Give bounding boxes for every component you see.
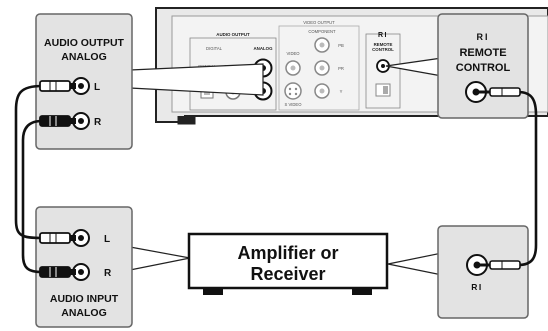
video-port-center	[290, 65, 296, 71]
ri-cable-wire	[517, 90, 538, 267]
component-pb-port-center	[319, 42, 325, 48]
amp-ri-leader	[387, 252, 443, 276]
panel-control-label: CONTROL	[372, 47, 394, 52]
audio-output-l-label: L	[94, 82, 100, 93]
analog-label: ANALOG	[253, 46, 273, 51]
ri-cable	[478, 87, 538, 270]
audio-input-callout-title-1: AUDIO INPUT	[50, 293, 119, 305]
s-video-pin-3	[288, 92, 292, 96]
audio-output-r-jack-center	[78, 118, 84, 124]
component-y-port-center	[319, 88, 325, 94]
digital-label: DIGITAL	[206, 46, 223, 51]
s-video-pin-4	[294, 92, 298, 96]
audio-input-r-jack-center	[78, 269, 84, 275]
component-label: COMPONENT	[308, 29, 336, 34]
ri-bottom-plug-body	[489, 260, 521, 270]
audio-in-l-plug	[39, 232, 71, 244]
amplifier-label-line2: Receiver	[250, 264, 325, 284]
audio-output-r-label: R	[94, 117, 102, 128]
panel-switch-toggle	[383, 86, 388, 94]
remote-control-jack-center	[472, 88, 480, 96]
audio-input-l-label: L	[104, 234, 110, 245]
audio-input-callout-title-2: ANALOG	[61, 307, 107, 319]
s-video-port	[284, 82, 302, 100]
video-output-section-header: VIDEO OUTPUT	[303, 20, 335, 25]
component-pb-label: PB	[338, 43, 344, 48]
component-pr-label: PR	[338, 66, 344, 71]
audio-output-leader	[129, 63, 264, 96]
audio-out-r-plug-tip	[70, 118, 76, 124]
remote-control-callout-title-1: REMOTE	[459, 47, 506, 59]
panel-remote-label: REMOTE	[374, 42, 393, 47]
amplifier-body	[187, 232, 389, 290]
audio-output-l-jack-center	[78, 83, 84, 89]
audio-out-l-plug	[39, 80, 71, 92]
audio-out-l-plug-tip	[70, 83, 76, 89]
audio-cable-l-wire	[14, 84, 43, 240]
s-video-pin-2	[294, 87, 298, 91]
amplifier-label-line1: Amplifier or	[237, 243, 338, 263]
device-foot	[177, 116, 196, 125]
s-video-pin-1	[288, 87, 292, 91]
audio-input-leader	[129, 246, 191, 271]
amp-ri-jack-center	[473, 261, 481, 269]
component-y-label: Y	[340, 89, 343, 94]
audio-input-r-label: R	[104, 268, 112, 279]
remote-control-callout: RI REMOTE CONTROL	[437, 13, 529, 119]
amp-ri-logo: RI	[471, 282, 483, 292]
remote-section	[365, 33, 401, 109]
amplifier-foot-left	[203, 288, 223, 295]
panel-ri-jack-center	[381, 64, 385, 68]
audio-output-section-header: AUDIO OUTPUT	[216, 32, 250, 37]
audio-in-r-plug-tip	[70, 269, 76, 275]
amp-ri-callout: RI	[437, 225, 529, 319]
audio-cable-r-wire	[21, 119, 43, 274]
amplifier-foot-right	[352, 288, 372, 295]
video-label: VIDEO	[286, 51, 300, 56]
audio-in-r-plug	[39, 266, 71, 278]
ri-top-plug-body	[489, 87, 521, 97]
audio-cable	[14, 80, 76, 278]
audio-input-l-jack-center	[78, 235, 84, 241]
s-video-label: S VIDEO	[285, 102, 303, 107]
audio-in-l-plug-tip	[70, 235, 76, 241]
panel-ri-logo: RI	[378, 32, 388, 39]
remote-control-callout-ri-logo: RI	[477, 32, 490, 42]
audio-output-callout-title-2: ANALOG	[61, 51, 107, 63]
remote-control-callout-title-2: CONTROL	[456, 62, 511, 74]
audio-output-callout-title-1: AUDIO OUTPUT	[44, 37, 125, 49]
component-pr-port-center	[319, 65, 325, 71]
audio-out-r-plug	[39, 115, 71, 127]
video-output-section	[278, 25, 360, 111]
amplifier-receiver: Amplifier or Receiver	[187, 232, 389, 295]
